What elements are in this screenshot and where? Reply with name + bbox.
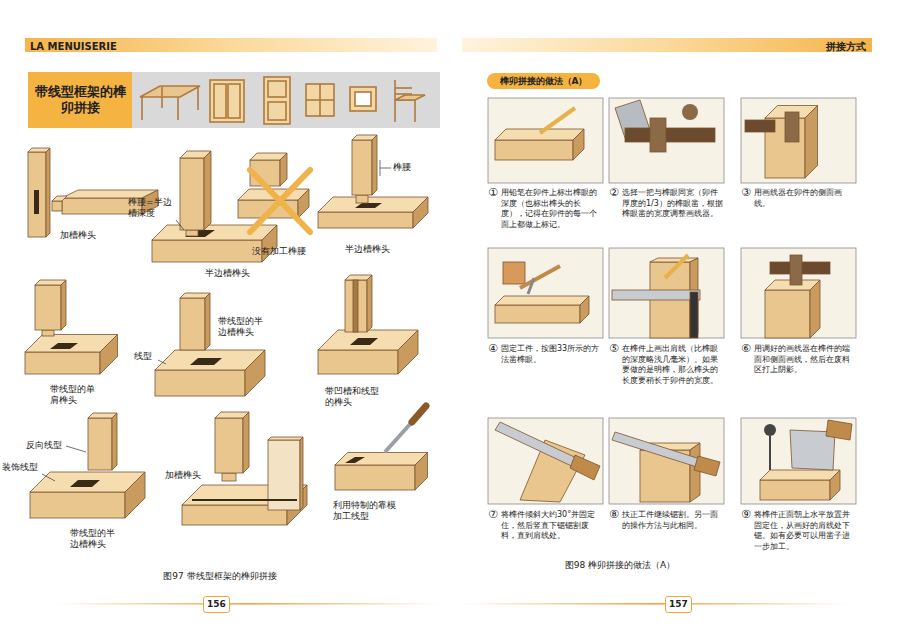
figure-caption: 图98 榫卯拼接的做法（A）	[520, 560, 720, 571]
running-head-text: LA MENUISERIE	[30, 41, 117, 53]
rule	[55, 603, 440, 605]
part-label: 榫腰=半边槽深度	[128, 197, 176, 220]
step-number: ⑥	[741, 342, 754, 355]
part-label: 带线型的半边槽榫头	[218, 316, 268, 339]
step-text: 扶正工件继续锯割。另一面的操作方法与此相同。	[622, 510, 724, 531]
page-number: 156	[203, 596, 230, 613]
step-text: 在榫件上画出肩线（比榫眼的深度略浅几毫米）。如果要做的是明榫，那么榫头的长度要稍…	[622, 344, 724, 386]
part-label: 反向线型	[26, 440, 68, 451]
running-head: LA MENUISERIE	[25, 38, 437, 56]
part-label: 带线型的半边槽榫头	[70, 528, 120, 551]
step-panels	[488, 98, 856, 504]
rule	[462, 603, 847, 605]
figure-caption: 图97 带线型框架的榫卯拼接	[110, 570, 330, 583]
step-text: 选择一把与榫眼同宽（卯件厚度的1/3）的榫眼凿，根据榫眼凿的宽度调整画线器。	[622, 188, 724, 220]
furniture-icons	[140, 77, 425, 124]
step-header-text: 榫卯拼接的做法（A）	[500, 76, 588, 87]
part-label: 没有加工榫腰	[252, 246, 322, 257]
step-number: ③	[741, 186, 754, 199]
step-text: 将榫件倾斜大约30°并固定住，然后竖直下锯锯割废料，直到肩线处。	[501, 510, 603, 542]
header-band	[130, 72, 440, 128]
running-head: 拼接方式	[462, 38, 872, 56]
step-header: 榫卯拼接的做法（A）	[487, 73, 600, 89]
part-label: 带线型的单肩榫头	[50, 384, 96, 407]
step-number: ⑦	[488, 508, 501, 521]
part-label: 半边槽榫头	[205, 268, 267, 279]
part-label: 加槽榫头	[60, 230, 120, 241]
part-label: 线型	[134, 351, 158, 362]
part-label: 半边槽榫头	[345, 244, 407, 255]
part-label: 加槽榫头	[165, 470, 211, 481]
part-label: 带凹槽和线型的榫头	[325, 386, 381, 409]
joint-figures	[25, 135, 428, 525]
running-head-text: 拼接方式	[826, 41, 866, 53]
section-header: 带线型框架的榫卯拼接	[28, 72, 132, 128]
step-text: 用调好的画线器在榫件的端面和侧面画线，然后在废料区打上阴影。	[754, 344, 856, 376]
step-text: 固定工件，按图33所示的方法凿榫眼。	[501, 344, 603, 365]
step-drawings	[495, 100, 852, 502]
page-number-text: 157	[669, 599, 688, 610]
step-number: ⑨	[741, 508, 754, 521]
top-band	[462, 38, 872, 52]
tool-strokes	[520, 104, 776, 470]
step-text: 将榫件正面朝上水平放置并固定住，从画好的肩线处下锯。如有必要可以用凿子进一步加工…	[754, 510, 856, 552]
step-number: ⑧	[609, 508, 622, 521]
section-header-text: 带线型框架的榫卯拼接	[34, 84, 126, 115]
step-number: ⑤	[609, 342, 622, 355]
page-number: 157	[665, 596, 692, 613]
step-number: ④	[488, 342, 501, 355]
step-text: 用铅笔在卯件上标出榫眼的深度（也标出榫头的长度），记得在卯件的每一个面上都做上标…	[501, 188, 603, 230]
top-band	[25, 38, 437, 52]
step-number: ①	[488, 186, 501, 199]
part-label: 榫腰	[393, 162, 419, 173]
step-text: 用画线器在卯件的侧面画线。	[754, 188, 856, 209]
part-label: 利用特制的靠模加工线型	[333, 500, 397, 523]
part-label: 装饰线型	[2, 462, 44, 473]
step-number: ②	[609, 186, 622, 199]
marks	[42, 160, 426, 500]
page-number-text: 156	[207, 599, 226, 610]
